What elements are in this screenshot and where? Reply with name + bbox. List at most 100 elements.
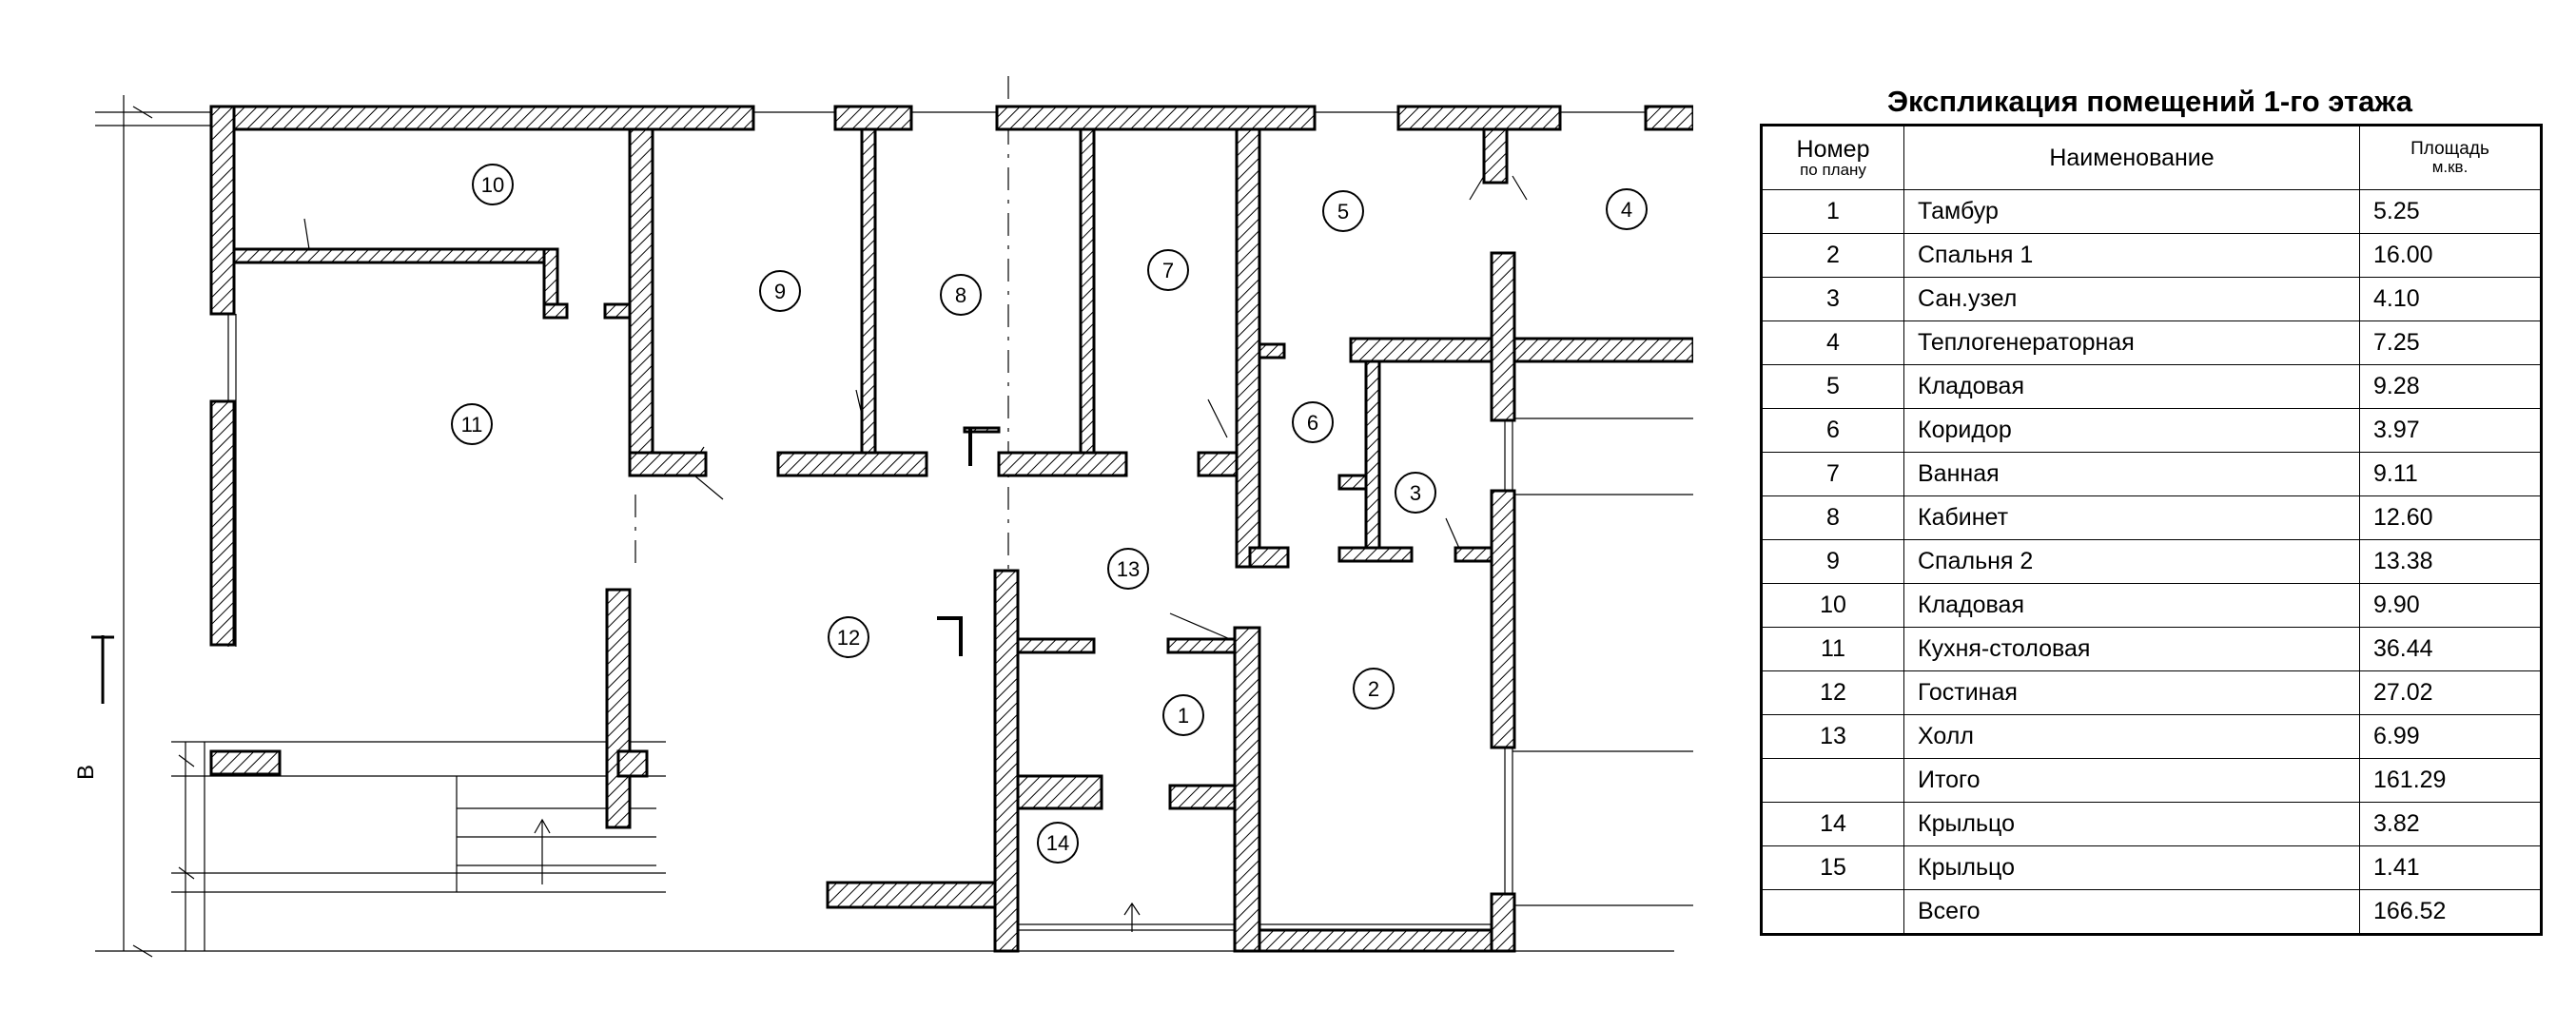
header-name: Наименование	[1903, 125, 2360, 190]
room-area-cell: 166.52	[2359, 889, 2542, 935]
room-area-cell: 13.38	[2359, 539, 2542, 584]
room-area-cell: 6.99	[2359, 714, 2542, 759]
room-name-cell: Кабинет	[1903, 495, 2360, 540]
header-area-line1: Площадь	[2410, 139, 2489, 160]
room-name-cell: Спальня 1	[1903, 233, 2360, 278]
room-name-cell: Крыльцо	[1903, 845, 2360, 890]
room-marker-8: 8	[940, 274, 982, 316]
room-marker-label: 12	[837, 626, 860, 650]
room-marker-label: 6	[1307, 411, 1318, 435]
room-area-cell: 9.28	[2359, 364, 2542, 409]
room-number-cell: 11	[1761, 627, 1904, 671]
room-name-cell: Коридор	[1903, 408, 2360, 453]
room-area-cell: 7.25	[2359, 320, 2542, 365]
explication-title: Экспликация помещений 1-го этажа	[1886, 85, 2413, 118]
room-marker-11: 11	[451, 403, 493, 445]
room-name-cell: Гостиная	[1903, 670, 2360, 715]
table-header-row: Номер по плану Наименование Площадь м.кв…	[1761, 125, 2542, 190]
room-number-cell	[1761, 889, 1904, 935]
header-number-line1: Номер	[1796, 135, 1870, 163]
room-area-cell: 9.11	[2359, 452, 2542, 496]
room-name-cell: Тамбур	[1903, 189, 2360, 234]
room-area-cell: 5.25	[2359, 189, 2542, 234]
room-number-cell: 13	[1761, 714, 1904, 759]
room-marker-12: 12	[828, 616, 869, 658]
floor-plan: В 10 9 8 7 5 4 11 6 3 13 12 1 2 14	[73, 76, 1693, 958]
room-number-cell: 4	[1761, 320, 1904, 365]
room-marker-label: 7	[1162, 259, 1174, 282]
small-marks	[937, 428, 972, 656]
room-number-cell: 14	[1761, 802, 1904, 846]
room-marker-4: 4	[1606, 188, 1648, 230]
room-area-cell: 16.00	[2359, 233, 2542, 278]
room-number-cell: 15	[1761, 845, 1904, 890]
room-name-cell: Сан.узел	[1903, 277, 2360, 321]
room-area-cell: 161.29	[2359, 758, 2542, 803]
room-area-cell: 3.82	[2359, 802, 2542, 846]
room-number-cell: 5	[1761, 364, 1904, 409]
room-name-cell: Крыльцо	[1903, 802, 2360, 846]
header-number-line2: по плану	[1800, 161, 1866, 180]
room-area-cell: 1.41	[2359, 845, 2542, 890]
room-number-cell: 12	[1761, 670, 1904, 715]
room-marker-label: 1	[1178, 704, 1189, 728]
room-marker-label: 11	[461, 413, 483, 437]
room-number-cell: 9	[1761, 539, 1904, 584]
room-marker-1: 1	[1162, 694, 1204, 736]
room-number-cell: 8	[1761, 495, 1904, 540]
header-number: Номер по плану	[1761, 125, 1904, 190]
construction-lines	[95, 76, 1693, 958]
room-marker-13: 13	[1107, 548, 1149, 590]
room-marker-3: 3	[1395, 472, 1436, 514]
room-area-cell: 36.44	[2359, 627, 2542, 671]
room-explication: Экспликация помещений 1-го этажа Номер п…	[1760, 80, 2543, 936]
room-marker-9: 9	[759, 270, 801, 312]
header-area: Площадь м.кв.	[2359, 125, 2542, 190]
room-name-cell: Ванная	[1903, 452, 2360, 496]
room-number-cell: 1	[1761, 189, 1904, 234]
room-name-cell: Теплогенераторная	[1903, 320, 2360, 365]
room-number-cell: 7	[1761, 452, 1904, 496]
room-markers: 10 9 8 7 5 4 11 6 3 13 12 1 2 14	[451, 164, 1648, 864]
room-marker-6: 6	[1292, 401, 1334, 443]
room-name-cell: Итого	[1903, 758, 2360, 803]
room-marker-label: 9	[774, 280, 786, 303]
section-mark: В	[73, 635, 114, 780]
room-area-cell: 9.90	[2359, 583, 2542, 628]
room-name-cell: Холл	[1903, 714, 2360, 759]
room-area-cell: 27.02	[2359, 670, 2542, 715]
room-number-cell: 2	[1761, 233, 1904, 278]
header-area-line2: м.кв.	[2431, 158, 2469, 177]
room-marker-2: 2	[1353, 668, 1395, 709]
room-marker-label: 10	[481, 173, 504, 197]
room-marker-label: 3	[1410, 481, 1421, 505]
room-marker-label: 14	[1046, 831, 1069, 855]
room-number-cell: 6	[1761, 408, 1904, 453]
room-marker-10: 10	[472, 164, 514, 205]
room-number-cell: 10	[1761, 583, 1904, 628]
room-number-cell: 3	[1761, 277, 1904, 321]
room-name-cell: Кухня-столовая	[1903, 627, 2360, 671]
room-marker-label: 13	[1117, 557, 1140, 581]
room-area-cell: 4.10	[2359, 277, 2542, 321]
room-marker-label: 2	[1368, 677, 1379, 701]
walls	[209, 105, 1693, 953]
room-marker-label: 5	[1337, 200, 1349, 223]
room-marker-14: 14	[1037, 822, 1079, 864]
room-marker-label: 8	[955, 283, 966, 307]
